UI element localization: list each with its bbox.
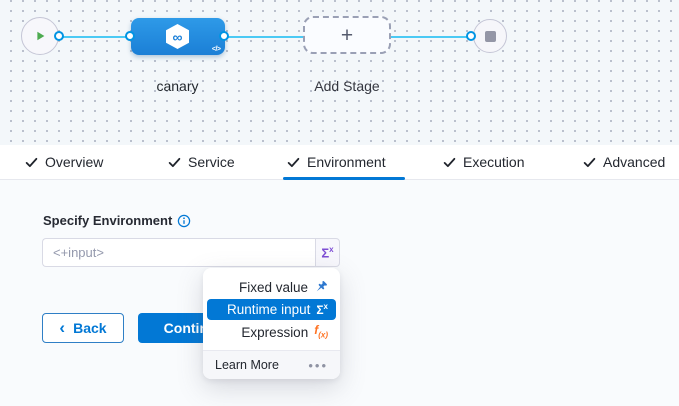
- dropdown-item-fixed-value[interactable]: Fixed value: [203, 276, 340, 298]
- code-icon: </>: [211, 46, 221, 53]
- back-button[interactable]: ‹ Back: [42, 313, 124, 343]
- connector-port: [466, 31, 476, 41]
- connector-port: [219, 31, 229, 41]
- stage-node-canary[interactable]: ∞ </>: [130, 18, 225, 55]
- back-button-label: Back: [73, 320, 107, 336]
- play-icon: [37, 31, 45, 41]
- infinity-glyph: ∞: [172, 28, 183, 45]
- learn-more-link[interactable]: Learn More: [215, 358, 279, 372]
- tab-environment[interactable]: Environment: [287, 145, 386, 179]
- pin-icon: [316, 281, 327, 292]
- stage-name-label: canary: [156, 78, 199, 94]
- check-icon: [443, 157, 456, 167]
- chevron-left-icon: ‹: [59, 317, 66, 337]
- input-type-options: Fixed value Runtime input Σx Expression …: [203, 268, 340, 350]
- tab-label: Execution: [463, 154, 525, 170]
- pipeline-end-node: [473, 19, 507, 53]
- active-tab-indicator: [283, 177, 405, 180]
- input-type-dropdown: Fixed value Runtime input Σx Expression …: [203, 268, 340, 379]
- tab-label: Environment: [307, 154, 386, 170]
- dropdown-item-runtime-input[interactable]: Runtime input Σx: [207, 299, 336, 320]
- check-icon: [168, 157, 181, 167]
- more-options-button[interactable]: •••: [308, 357, 328, 373]
- pipeline-canvas: ∞ </> + canary Add Stage: [0, 0, 679, 145]
- tab-label: Overview: [45, 154, 104, 170]
- stop-icon: [484, 30, 496, 42]
- check-icon: [287, 157, 300, 167]
- connector-line: [58, 35, 128, 38]
- connector-line: [225, 35, 305, 38]
- stage-tabs: Overview Service Environment Execution A…: [0, 145, 679, 180]
- tab-advanced[interactable]: Advanced: [583, 145, 665, 179]
- check-icon: [25, 157, 38, 167]
- pipeline-start-node: [21, 17, 59, 55]
- tab-execution[interactable]: Execution: [443, 145, 524, 179]
- tab-label: Service: [188, 154, 235, 170]
- check-icon: [583, 157, 596, 167]
- tab-service[interactable]: Service: [168, 145, 235, 179]
- environment-input-group: Σx: [42, 238, 340, 267]
- environment-input[interactable]: [42, 238, 315, 267]
- sigma-icon: Σx: [321, 244, 334, 261]
- expression-icon: f(x): [314, 323, 328, 340]
- multi-type-selector-button[interactable]: Σx: [315, 238, 340, 267]
- runtime-input-label: Runtime input: [227, 302, 311, 317]
- dropdown-footer: Learn More •••: [203, 350, 340, 379]
- expression-label: Expression: [241, 324, 309, 340]
- specify-environment-label: Specify Environment: [43, 213, 173, 228]
- connector-port: [54, 31, 64, 41]
- environment-panel: Specify Environment Σx ‹ Back Continue F…: [0, 180, 679, 406]
- tab-label: Advanced: [603, 154, 666, 170]
- runtime-input-icon: Σx: [316, 302, 328, 317]
- connector-line: [389, 35, 469, 38]
- info-icon[interactable]: [177, 214, 191, 228]
- cd-stage-icon: ∞: [166, 24, 189, 49]
- add-stage-label: Add Stage: [314, 78, 380, 94]
- fixed-value-label: Fixed value: [238, 279, 308, 295]
- add-stage-button[interactable]: +: [303, 16, 391, 54]
- dropdown-item-expression[interactable]: Expression f(x): [203, 321, 340, 343]
- connector-port: [125, 31, 135, 41]
- tab-overview[interactable]: Overview: [25, 145, 103, 179]
- plus-icon: +: [340, 23, 354, 47]
